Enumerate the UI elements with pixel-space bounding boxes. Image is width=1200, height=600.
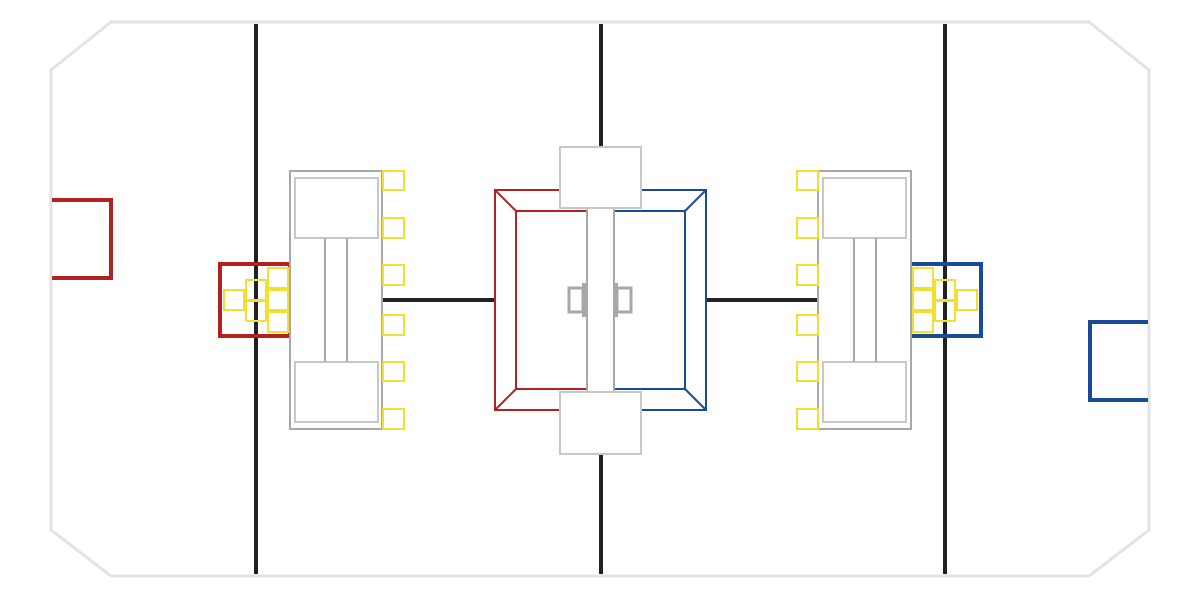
left-structure-frame bbox=[289, 170, 383, 430]
game-element bbox=[382, 314, 405, 336]
left-structure-top-platform bbox=[294, 177, 379, 239]
game-element bbox=[382, 361, 405, 382]
center-bottom-platform bbox=[559, 391, 642, 455]
right-structure-bottom-platform bbox=[822, 361, 907, 423]
game-element bbox=[267, 267, 289, 289]
blue-center-corner bbox=[684, 189, 707, 212]
game-element bbox=[796, 408, 819, 430]
left-hinge-plate bbox=[567, 286, 585, 314]
blue-zone-game-elements bbox=[912, 267, 978, 333]
game-element bbox=[796, 361, 819, 382]
right-structure-top-platform bbox=[822, 177, 907, 239]
game-element bbox=[267, 289, 289, 311]
left-structure-game-elements bbox=[382, 170, 405, 430]
game-element bbox=[956, 289, 978, 311]
left-structure bbox=[289, 170, 383, 430]
left-structure-bottom-platform bbox=[294, 361, 379, 423]
game-element bbox=[382, 264, 405, 286]
game-element bbox=[245, 300, 267, 322]
left-hinge bbox=[567, 283, 586, 317]
game-element bbox=[796, 170, 819, 191]
game-element bbox=[382, 217, 405, 239]
game-element bbox=[382, 408, 405, 430]
game-element bbox=[934, 300, 956, 322]
right-hinge bbox=[614, 283, 633, 317]
red-center-corner bbox=[494, 189, 517, 212]
field-perimeter bbox=[49, 20, 1151, 578]
right-structure-game-elements bbox=[796, 170, 819, 430]
right-hinge-plate bbox=[615, 286, 633, 314]
game-element bbox=[796, 264, 819, 286]
red-zone-game-elements bbox=[223, 267, 289, 333]
game-element bbox=[912, 311, 934, 333]
right-structure-frame bbox=[817, 170, 912, 430]
game-element bbox=[912, 267, 934, 289]
red-center-corner bbox=[494, 388, 517, 411]
game-element bbox=[796, 314, 819, 336]
game-element bbox=[223, 289, 245, 311]
game-element bbox=[267, 311, 289, 333]
red-alliance-station bbox=[52, 198, 113, 280]
game-element bbox=[796, 217, 819, 239]
game-element bbox=[912, 289, 934, 311]
right-structure bbox=[817, 170, 912, 430]
blue-alliance-station bbox=[1088, 320, 1148, 402]
game-element bbox=[382, 170, 405, 191]
center-bridge bbox=[586, 207, 615, 393]
blue-center-corner bbox=[684, 388, 707, 411]
center-top-platform bbox=[559, 146, 642, 209]
